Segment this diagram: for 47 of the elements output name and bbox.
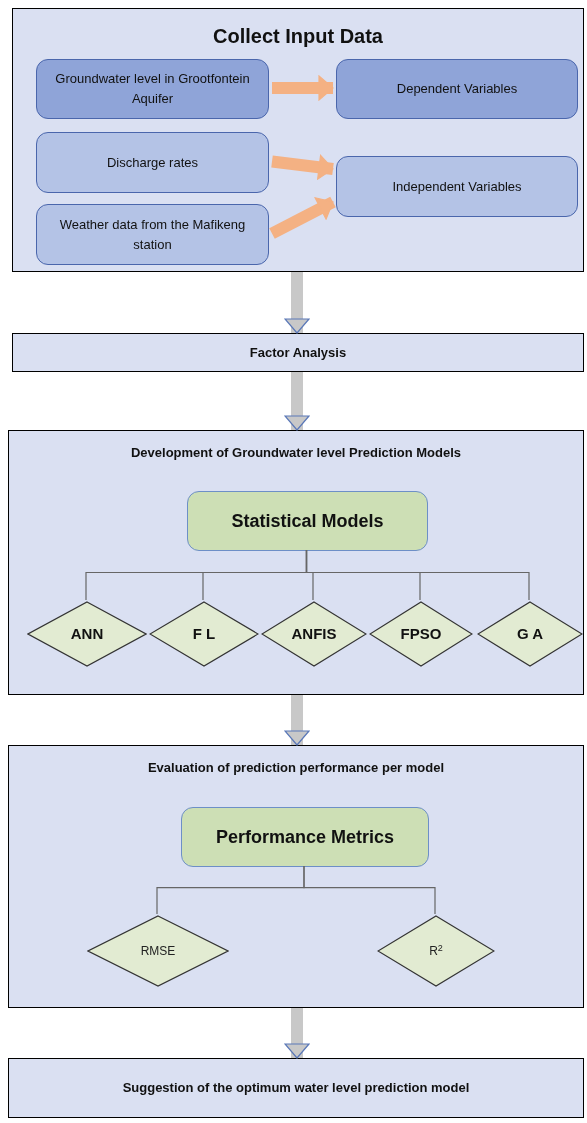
connector-line: [303, 865, 436, 915]
step-bar: [8, 1058, 584, 1118]
input-box: [36, 132, 269, 193]
model-diamond: [27, 601, 147, 667]
input-box: [336, 59, 578, 119]
node-label: Weather data from the Mafikeng station: [58, 215, 247, 254]
metric-diamond: [87, 915, 229, 987]
section-heading: Evaluation of prediction performance per model: [146, 759, 446, 777]
node-label: G A: [516, 623, 544, 644]
input-box: [336, 156, 578, 217]
node-label: Suggestion of the optimum water level prediction model: [122, 1079, 470, 1098]
node-label: Discharge rates: [106, 153, 198, 172]
block-arrow: [269, 196, 336, 239]
model-diamond: [477, 601, 583, 667]
block-arrow: [284, 272, 310, 334]
node-label: Dependent Variables: [396, 80, 518, 98]
node-label: Statistical Models: [231, 509, 384, 533]
block-arrow: [271, 154, 334, 180]
model-diamond: [149, 601, 259, 667]
node-label: FPSO: [400, 623, 442, 644]
section-panel: [12, 8, 584, 272]
section-heading: Development of Groundwater level Prediction Models: [129, 444, 463, 462]
metric-diamond: [377, 915, 495, 987]
section-panel: [8, 430, 584, 695]
block-arrow: [272, 75, 334, 101]
node-label: ANFIS: [291, 623, 337, 644]
node-label: Groundwater level in Grootfontein Aquifer: [54, 70, 251, 108]
node-label: RMSE: [140, 943, 176, 960]
model-diamond: [261, 601, 367, 667]
node-label: Independent Variables: [392, 177, 522, 196]
input-box: [36, 59, 269, 119]
connector-line: [305, 549, 530, 601]
model-diamond: [369, 601, 473, 667]
method-box: [187, 491, 428, 551]
input-box: [36, 204, 269, 265]
node-label: ANN: [70, 623, 104, 644]
method-box: [181, 807, 429, 867]
block-arrow: [284, 695, 310, 746]
block-arrow: [284, 1008, 310, 1059]
step-bar: [12, 333, 584, 372]
section-panel: [8, 745, 584, 1008]
section-heading: Collect Input Data: [212, 24, 384, 49]
node-label: Factor Analysis: [249, 343, 347, 362]
block-arrow: [284, 372, 310, 431]
node-label: F L: [192, 623, 216, 644]
node-label: Performance Metrics: [215, 825, 395, 849]
node-label: R$^{2}$: [429, 942, 443, 960]
